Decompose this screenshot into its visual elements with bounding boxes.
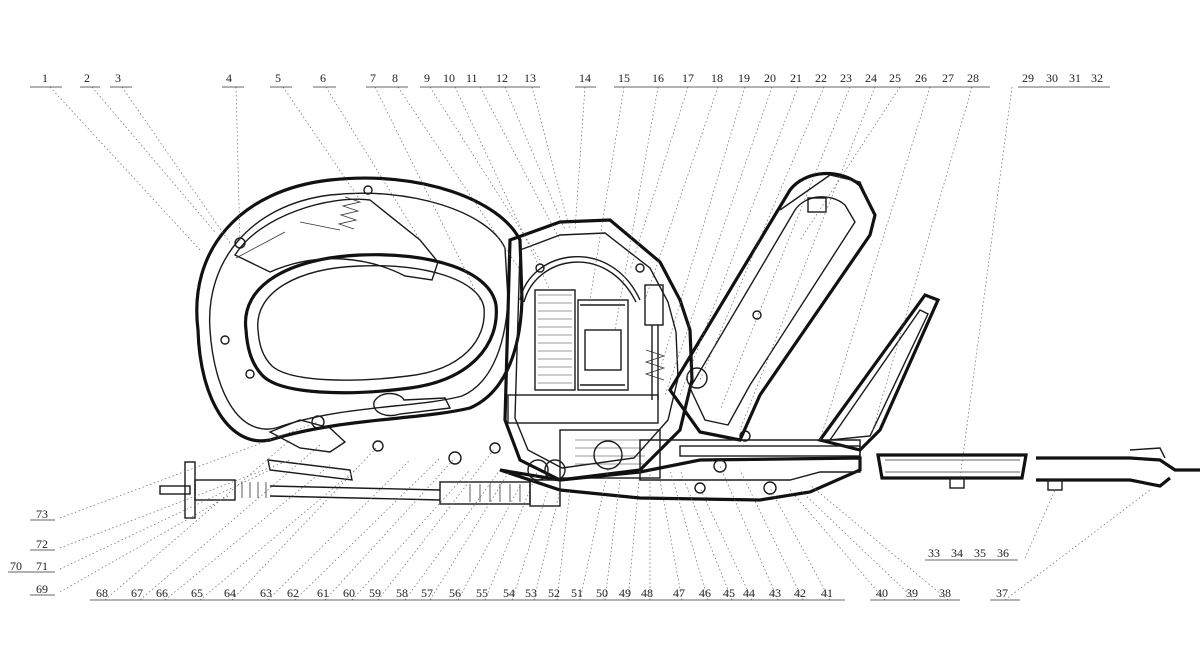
callout-10: 10 xyxy=(443,71,455,85)
callout-44: 44 xyxy=(743,586,755,600)
callout-15: 15 xyxy=(618,71,630,85)
callout-51: 51 xyxy=(571,586,583,600)
callout-68: 68 xyxy=(96,586,108,600)
callout-12: 12 xyxy=(496,71,508,85)
callout-26: 26 xyxy=(915,71,927,85)
callout-2: 2 xyxy=(84,71,90,85)
callout-7: 7 xyxy=(370,71,376,85)
callout-71: 71 xyxy=(36,559,48,573)
callout-25: 25 xyxy=(889,71,901,85)
callout-8: 8 xyxy=(392,71,398,85)
callout-22: 22 xyxy=(815,71,827,85)
callout-38: 38 xyxy=(939,586,951,600)
callout-30: 30 xyxy=(1046,71,1058,85)
callout-48: 48 xyxy=(641,586,653,600)
bottom-callouts: 68 67 66 65 64 63 62 61 60 59 58 57 56 5… xyxy=(96,586,1008,600)
callout-19: 19 xyxy=(738,71,750,85)
callout-35: 35 xyxy=(974,546,986,560)
callout-31: 31 xyxy=(1069,71,1081,85)
callout-17: 17 xyxy=(682,71,694,85)
callout-1: 1 xyxy=(42,71,48,85)
callout-28: 28 xyxy=(967,71,979,85)
callout-23: 23 xyxy=(840,71,852,85)
callout-60: 60 xyxy=(343,586,355,600)
callout-labels: 1 2 3 4 5 6 7 8 9 10 11 12 13 14 15 16 1… xyxy=(10,71,1103,600)
power-cord xyxy=(159,440,561,519)
rear-handle xyxy=(195,176,524,481)
callout-57: 57 xyxy=(421,586,433,600)
callout-27: 27 xyxy=(942,71,954,85)
callout-55: 55 xyxy=(476,586,488,600)
leader-lines xyxy=(49,86,1151,601)
callout-49: 49 xyxy=(619,586,631,600)
callout-5: 5 xyxy=(275,71,281,85)
callout-33: 33 xyxy=(928,546,940,560)
callout-41: 41 xyxy=(821,586,833,600)
callout-4: 4 xyxy=(226,71,232,85)
top-callouts: 1 2 3 4 5 6 7 8 9 10 11 12 13 14 15 16 1… xyxy=(42,71,1103,85)
callout-6: 6 xyxy=(320,71,326,85)
hedge-trimmer-drawing xyxy=(159,172,1200,519)
callout-21: 21 xyxy=(790,71,802,85)
callout-69: 69 xyxy=(36,582,48,596)
callout-20: 20 xyxy=(764,71,776,85)
callout-16: 16 xyxy=(652,71,664,85)
callout-50: 50 xyxy=(596,586,608,600)
callout-67: 67 xyxy=(131,586,143,600)
callout-61: 61 xyxy=(317,586,329,600)
callout-56: 56 xyxy=(449,586,461,600)
callout-42: 42 xyxy=(794,586,806,600)
left-callouts: 73 72 70 71 69 xyxy=(10,507,48,596)
front-handle xyxy=(668,172,877,442)
callout-24: 24 xyxy=(865,71,877,85)
callout-59: 59 xyxy=(369,586,381,600)
callout-53: 53 xyxy=(525,586,537,600)
callout-54: 54 xyxy=(503,586,515,600)
callout-3: 3 xyxy=(115,71,121,85)
callout-63: 63 xyxy=(260,586,272,600)
callout-14: 14 xyxy=(579,71,591,85)
callout-34: 34 xyxy=(951,546,963,560)
callout-36: 36 xyxy=(997,546,1009,560)
callout-18: 18 xyxy=(711,71,723,85)
callout-73: 73 xyxy=(36,507,48,521)
callout-39: 39 xyxy=(906,586,918,600)
callout-66: 66 xyxy=(156,586,168,600)
callout-52: 52 xyxy=(548,586,560,600)
callout-43: 43 xyxy=(769,586,781,600)
callout-64: 64 xyxy=(224,586,236,600)
callout-37: 37 xyxy=(996,586,1008,600)
callout-58: 58 xyxy=(396,586,408,600)
callout-46: 46 xyxy=(699,586,711,600)
callout-65: 65 xyxy=(191,586,203,600)
callout-32: 32 xyxy=(1091,71,1103,85)
callout-11: 11 xyxy=(466,71,478,85)
callout-13: 13 xyxy=(524,71,536,85)
right-callouts: 33 34 35 36 xyxy=(928,546,1009,560)
hand-guard xyxy=(817,293,941,452)
callout-62: 62 xyxy=(287,586,299,600)
blade-assembly xyxy=(499,439,1200,502)
callout-40: 40 xyxy=(876,586,888,600)
callout-72: 72 xyxy=(36,537,48,551)
label-underlines xyxy=(8,86,1110,601)
motor-housing xyxy=(503,218,694,482)
callout-29: 29 xyxy=(1022,71,1034,85)
callout-47: 47 xyxy=(673,586,685,600)
callout-45: 45 xyxy=(723,586,735,600)
callout-70: 70 xyxy=(10,559,22,573)
callout-9: 9 xyxy=(424,71,430,85)
